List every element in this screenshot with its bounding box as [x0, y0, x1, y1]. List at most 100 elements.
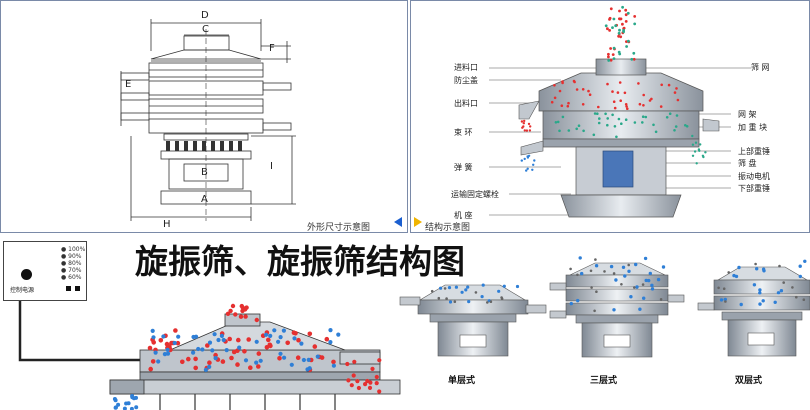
particle-dot [239, 303, 244, 309]
structure-drawing [489, 5, 751, 218]
particle-dot [587, 89, 590, 93]
particle-dot [593, 112, 597, 115]
particle-dot [576, 273, 579, 277]
page-title: 旋振筛、旋振筛结构图 [135, 242, 465, 281]
particle-dot [576, 298, 580, 303]
particle-dot [611, 53, 615, 56]
particle-dot [235, 362, 240, 367]
particle-dot [614, 24, 618, 28]
legend-item: ● 60% [61, 274, 82, 281]
legend-item: ● 100% [61, 246, 86, 253]
particle-dot [606, 117, 609, 120]
particle-dot [264, 345, 270, 350]
dim-c-label: C [202, 24, 209, 35]
particle-dot [464, 288, 468, 292]
power-knob[interactable] [21, 269, 32, 280]
particle-dot [618, 52, 622, 56]
particle-dot [699, 143, 702, 146]
particle-dot [162, 352, 167, 357]
particle-dot [609, 7, 613, 11]
particle-dot [606, 123, 609, 127]
particle-dot [758, 302, 762, 306]
dim-f-label: F [269, 43, 275, 54]
particle-dot [630, 57, 634, 61]
particle-dot [147, 345, 153, 351]
particle-dot [641, 283, 645, 286]
knob-label: 控制电源 [10, 287, 35, 294]
particle-dot [717, 286, 720, 290]
particle-dot [761, 299, 765, 303]
particle-dot [581, 88, 585, 91]
particle-dot [439, 286, 443, 290]
particle-dot [624, 13, 628, 17]
particle-dot [673, 91, 677, 94]
particle-dot [625, 45, 628, 48]
particle-dot [550, 100, 554, 104]
particle-dot [606, 27, 609, 31]
label-mesh-frame: 网 架 [738, 110, 757, 119]
particle-dot [598, 117, 601, 120]
particle-dot [675, 114, 679, 117]
particle-dot [676, 98, 680, 102]
particle-dot [755, 267, 759, 271]
particle-dot [633, 15, 637, 18]
particle-dot [248, 365, 253, 371]
particle-dot [613, 106, 617, 110]
particle-dot [597, 105, 600, 109]
particle-dot [258, 358, 263, 363]
particle-dot [221, 337, 226, 343]
particle-dot [254, 339, 259, 344]
particle-dot [609, 264, 614, 269]
dim-i-label: I [270, 161, 273, 172]
particle-dot [336, 332, 341, 337]
particle-dot [691, 143, 695, 146]
particle-dot [758, 288, 762, 292]
particle-dot [264, 332, 269, 337]
particle-dot [567, 129, 571, 132]
particle-dot [623, 274, 627, 278]
particle-dot [691, 134, 694, 138]
particle-dot [737, 265, 741, 270]
particle-dot [802, 298, 806, 301]
particle-dot [523, 157, 526, 161]
particle-dot [296, 337, 301, 343]
particle-dot [575, 88, 579, 91]
particle-dot [624, 103, 628, 106]
particle-dot [180, 359, 185, 365]
particle-dot [617, 31, 621, 35]
particle-dot [529, 125, 532, 128]
particle-dot [702, 155, 705, 159]
machine-types-drawing [399, 256, 810, 358]
particle-dot [448, 300, 453, 304]
particle-dot [604, 112, 607, 116]
particle-dot [617, 34, 620, 38]
particle-dot [644, 278, 648, 283]
particle-dot [752, 283, 757, 287]
particle-dot [622, 26, 626, 30]
particle-dot [560, 104, 564, 107]
particle-dot [617, 117, 621, 121]
particle-dot [612, 17, 616, 21]
particle-dot [532, 163, 535, 166]
label-upper-hammer: 上部重锤 [738, 147, 770, 156]
particle-dot [604, 24, 608, 28]
particle-dot [581, 103, 585, 106]
particle-dot [175, 340, 181, 346]
particle-dot [627, 39, 630, 43]
particle-dot [216, 337, 221, 343]
particle-dot [116, 402, 121, 407]
particle-dot [161, 334, 166, 339]
particle-dot [527, 122, 531, 126]
particle-dot [363, 382, 368, 387]
arrow-left-icon[interactable] [394, 217, 402, 227]
particle-dot [278, 335, 283, 340]
particle-dot [644, 115, 648, 119]
particle-dot [619, 35, 623, 39]
particle-dot [238, 314, 244, 319]
arrow-right-icon[interactable] [414, 217, 422, 227]
particle-dot [633, 286, 636, 289]
particle-dot [525, 129, 529, 132]
particle-dot [497, 289, 501, 293]
particle-dot [577, 124, 581, 127]
particle-dot [272, 328, 277, 333]
